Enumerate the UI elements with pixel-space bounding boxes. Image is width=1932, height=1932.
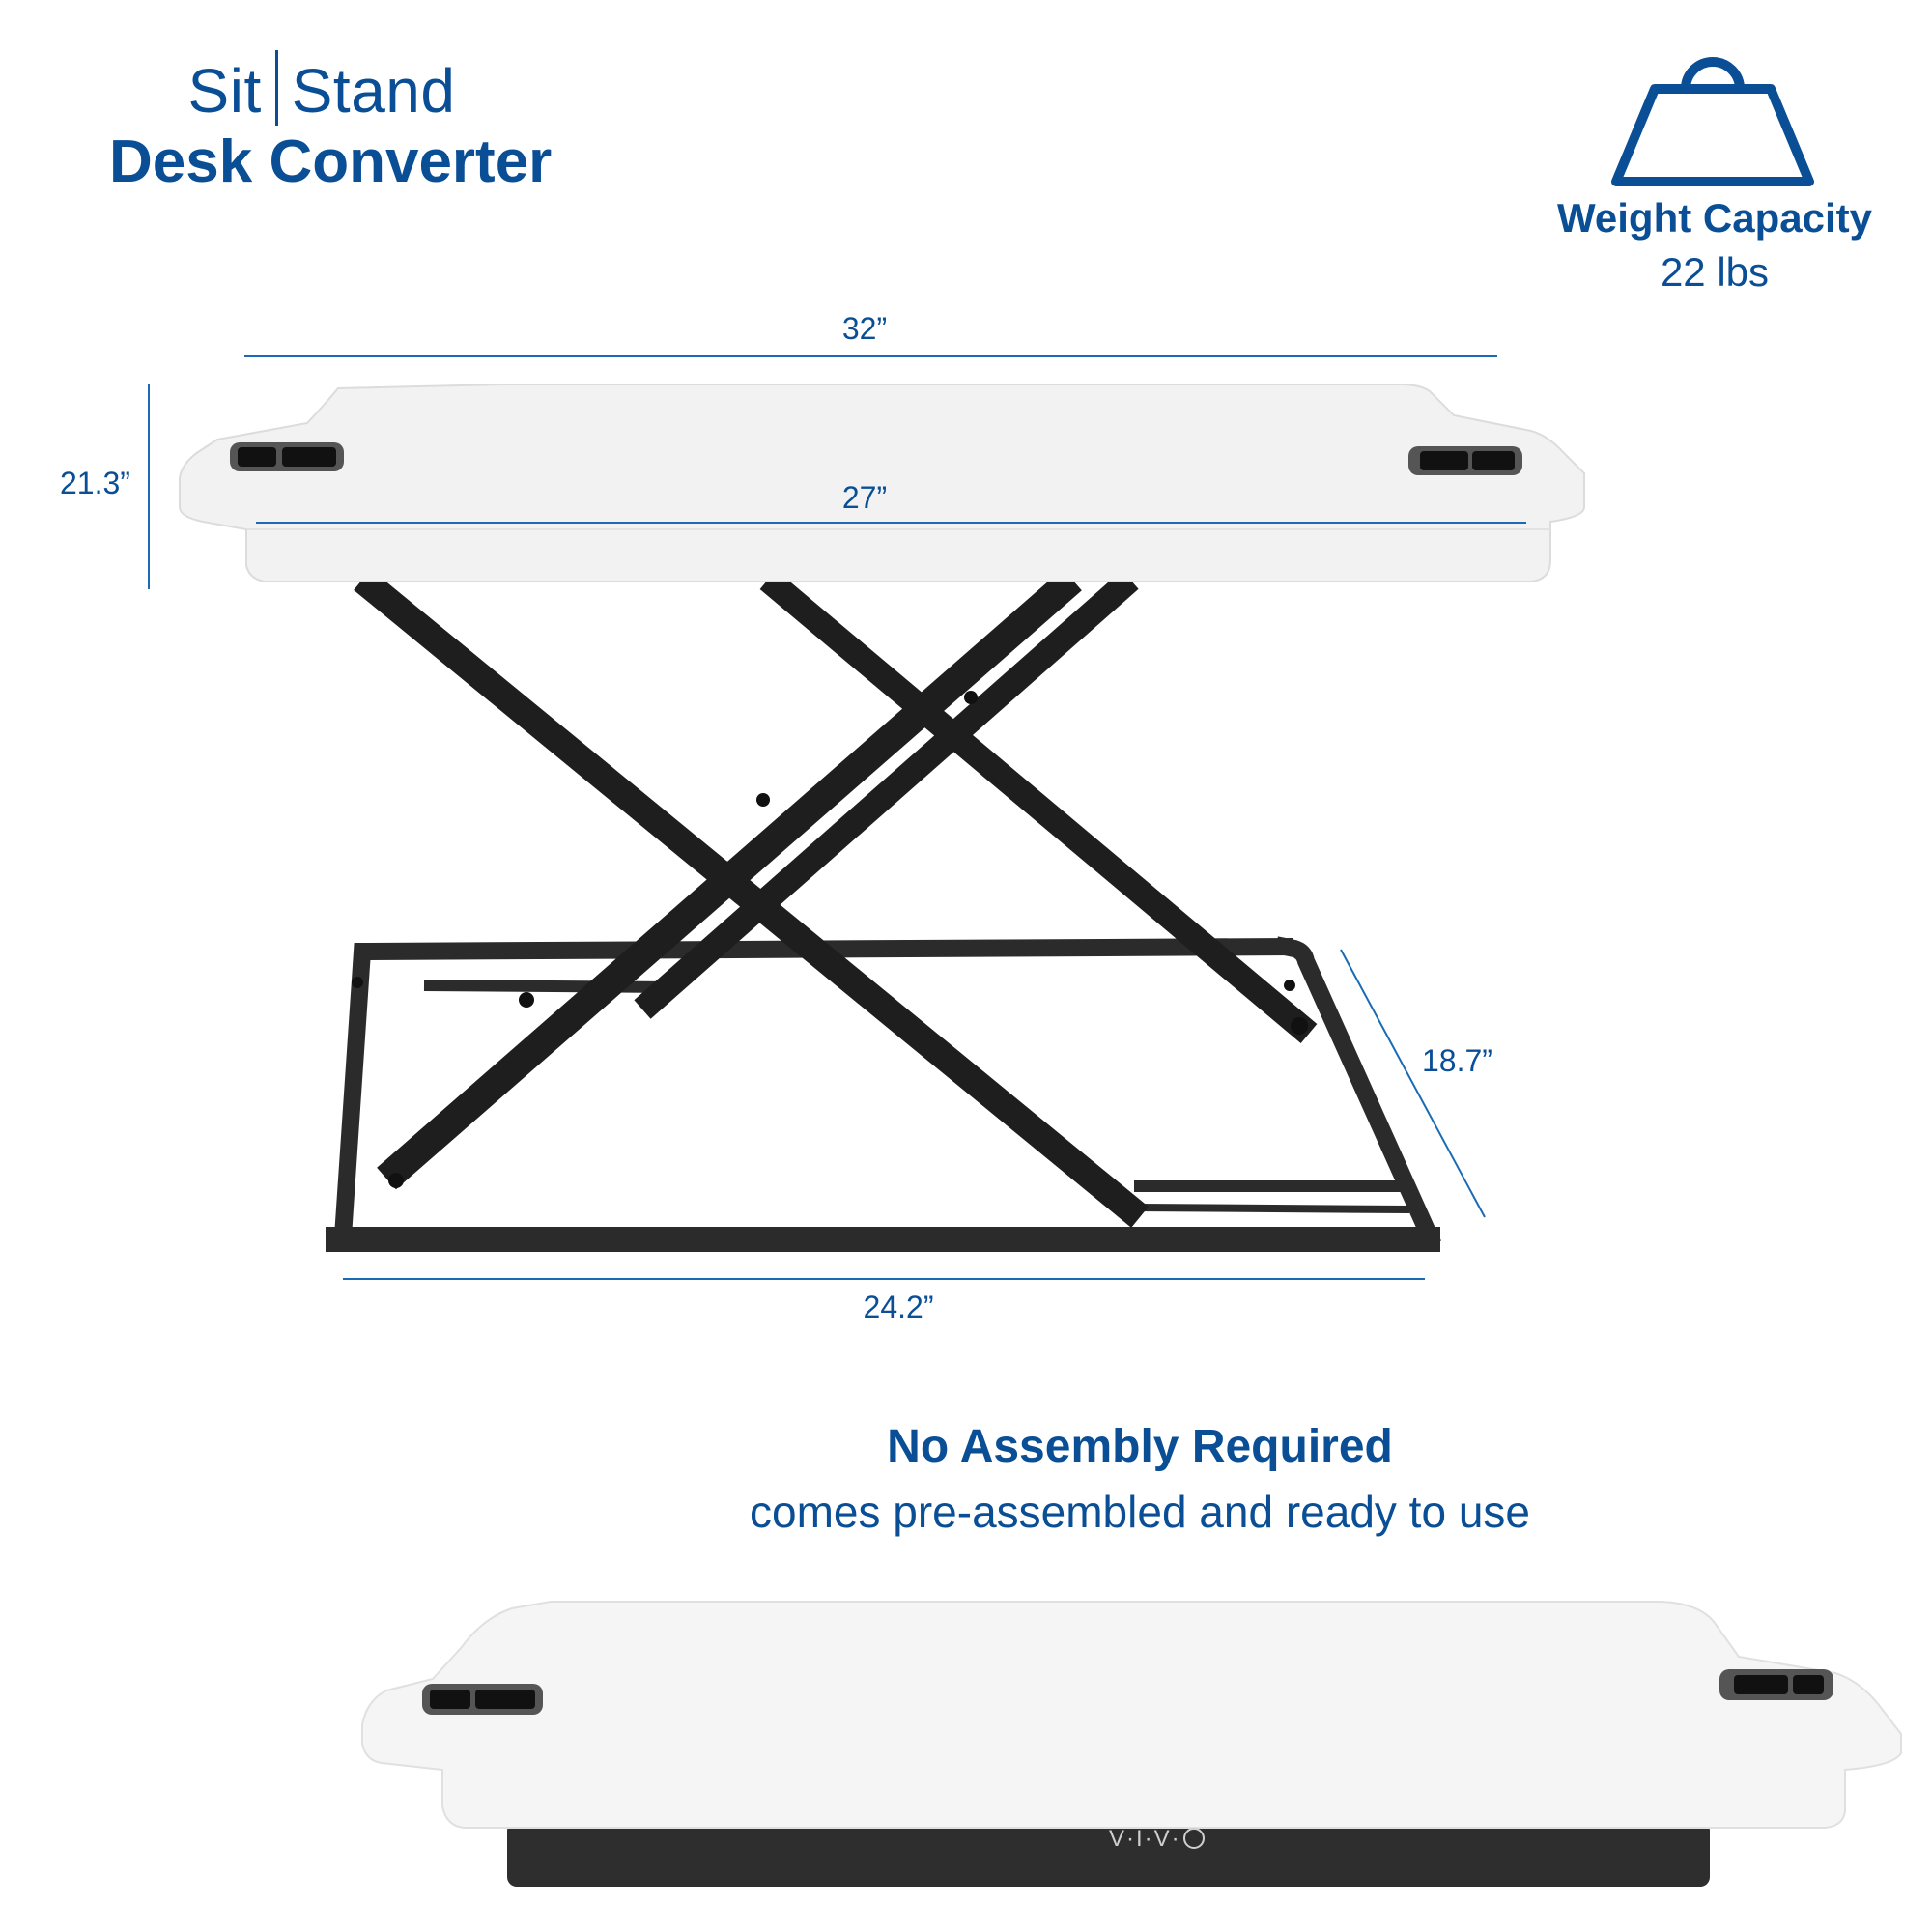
title-sit: Sit (187, 56, 262, 126)
weight-capacity-label: Weight Capacity (1557, 195, 1872, 241)
dimension-line-depth (1340, 949, 1486, 1218)
dimension-line-base (343, 1278, 1425, 1280)
dimension-line-top (244, 355, 1497, 357)
weight-capacity-value: 22 lbs (1660, 249, 1770, 295)
dimension-line-inner (256, 522, 1526, 524)
dimension-base-width: 24.2” (863, 1290, 934, 1324)
desk-converter-raised-image (179, 384, 1585, 1252)
dimension-depth: 18.7” (1422, 1043, 1492, 1078)
dimension-width-top: 32” (841, 311, 888, 346)
title-divider (274, 50, 278, 126)
desk-converter-collapsed-image (361, 1601, 1902, 1887)
dimension-line-height (148, 384, 150, 589)
vivo-logo: V·I·V· (1109, 1826, 1205, 1853)
vivo-logo-text: V·I·V· (1109, 1826, 1181, 1852)
product-subtitle: Sit Stand (0, 50, 643, 127)
product-title: Desk Converter (109, 128, 553, 195)
dimension-height: 21.3” (60, 466, 130, 500)
dimension-width-inner: 27” (841, 480, 888, 515)
title-stand: Stand (291, 56, 456, 126)
vivo-logo-icon (1182, 1828, 1205, 1849)
feature-title: No Assembly Required (887, 1421, 1393, 1472)
weight-icon (1611, 57, 1814, 186)
feature-subtitle: comes pre-assembled and ready to use (750, 1487, 1530, 1537)
